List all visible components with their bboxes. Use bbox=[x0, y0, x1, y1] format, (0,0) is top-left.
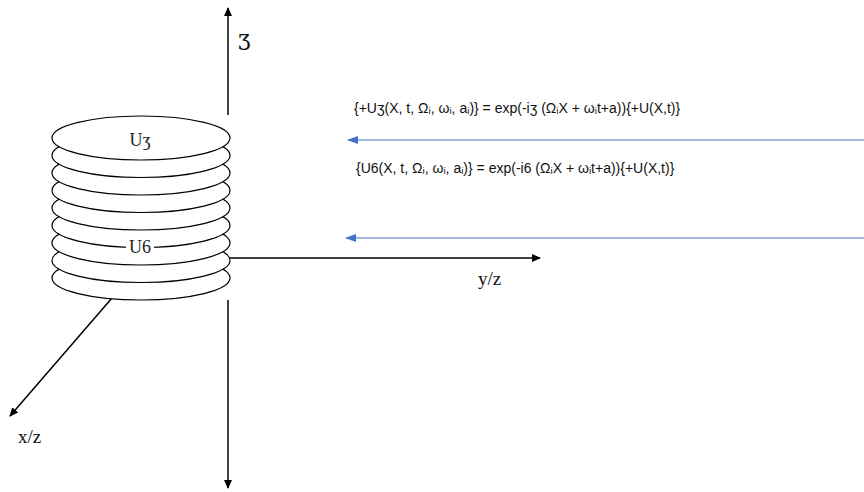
leader-arrow bbox=[346, 237, 864, 238]
y-axis bbox=[230, 257, 540, 259]
disk-label-box: U6 bbox=[126, 237, 154, 258]
z-axis-down bbox=[227, 300, 229, 488]
axis-label: y/z bbox=[478, 268, 501, 290]
disk-stack bbox=[52, 116, 230, 300]
disk-layer bbox=[52, 116, 230, 160]
axis-label: Ʒ bbox=[238, 30, 250, 55]
axis-label: x/z bbox=[18, 426, 41, 448]
leader-arrow bbox=[348, 139, 864, 140]
disk-label-box: Uʒ bbox=[127, 130, 154, 151]
x-axis bbox=[10, 298, 112, 416]
disk-name: Uʒ bbox=[130, 130, 151, 151]
formula-text: {U6(X, t, Ωᵢ, ωᵢ, aᵢ)} = exp(-i6 (ΩᵢX + … bbox=[356, 160, 674, 176]
formula-text: {+Uʒ(X, t, Ωᵢ, ωᵢ, aᵢ)} = exp(-iʒ (ΩᵢX +… bbox=[354, 100, 680, 116]
z-axis-up bbox=[227, 8, 229, 115]
disk-name: U6 bbox=[129, 237, 151, 258]
